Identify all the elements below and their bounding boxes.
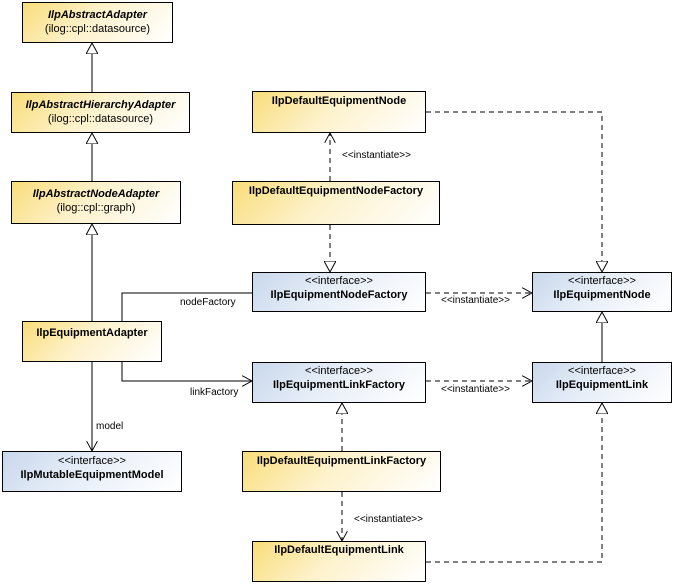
class-name: IlpEquipmentNode — [553, 289, 651, 301]
node-factory-label: nodeFactory — [180, 297, 236, 308]
class-name: IlpEquipmentAdapter — [36, 327, 148, 339]
class-mutable-equipment-model: <<interface>> IlpMutableEquipmentModel — [2, 451, 182, 492]
class-package: (ilog::cpl::datasource) — [44, 23, 151, 35]
edge-default-node-realizes — [426, 111, 602, 272]
class-abstract-hierarchy-adapter: IlpAbstractHierarchyAdapter (ilog::cpl::… — [11, 92, 190, 133]
class-equipment-link: <<interface>> IlpEquipmentLink — [532, 362, 672, 403]
class-name: IlpDefaultEquipmentNode — [271, 95, 407, 107]
class-default-equipment-node-factory: IlpDefaultEquipmentNodeFactory — [232, 181, 440, 225]
class-name: IlpEquipmentLinkFactory — [272, 379, 405, 391]
class-abstract-node-adapter: IlpAbstractNodeAdapter (ilog::cpl::graph… — [11, 181, 181, 224]
class-stereotype: <<interface>> — [568, 365, 636, 377]
class-stereotype: <<interface>> — [568, 275, 636, 287]
class-abstract-adapter: IlpAbstractAdapter (ilog::cpl::datasourc… — [22, 2, 173, 43]
class-name: IlpAbstractNodeAdapter — [32, 188, 160, 200]
class-name: IlpAbstractHierarchyAdapter — [25, 99, 176, 111]
class-default-equipment-link-factory: IlpDefaultEquipmentLinkFactory — [242, 451, 441, 492]
class-stereotype: <<interface>> — [305, 365, 373, 377]
class-name: IlpDefaultEquipmentNodeFactory — [248, 185, 424, 197]
instantiate-label: <<instantiate>> — [441, 384, 510, 395]
class-equipment-link-factory: <<interface>> IlpEquipmentLinkFactory — [252, 362, 426, 403]
class-name: IlpAbstractAdapter — [47, 9, 148, 21]
instantiate-label: <<instantiate>> — [354, 514, 423, 525]
class-name: IlpEquipmentNodeFactory — [270, 289, 408, 301]
edge-node-factory-association — [121, 292, 252, 321]
class-default-equipment-link: IlpDefaultEquipmentLink — [252, 541, 426, 582]
class-name: IlpDefaultEquipmentLink — [274, 544, 404, 556]
instantiate-label: <<instantiate>> — [441, 295, 510, 306]
class-stereotype: <<interface>> — [305, 275, 373, 287]
edge-default-link-realizes — [426, 403, 602, 563]
model-label: model — [96, 421, 124, 432]
edge-link-factory-association — [121, 362, 252, 381]
class-equipment-adapter: IlpEquipmentAdapter — [22, 321, 162, 362]
link-factory-label: linkFactory — [190, 387, 239, 398]
class-package: (ilog::cpl::datasource) — [47, 113, 154, 125]
class-name: IlpEquipmentLink — [555, 379, 649, 391]
class-default-equipment-node: IlpDefaultEquipmentNode — [252, 91, 426, 133]
class-package: (ilog::cpl::graph) — [56, 202, 136, 214]
instantiate-label: <<instantiate>> — [342, 150, 411, 161]
class-stereotype: <<interface>> — [58, 455, 126, 467]
class-equipment-node: <<interface>> IlpEquipmentNode — [532, 272, 672, 312]
class-name: IlpMutableEquipmentModel — [20, 469, 164, 481]
class-equipment-node-factory: <<interface>> IlpEquipmentNodeFactory — [252, 272, 426, 312]
class-name: IlpDefaultEquipmentLinkFactory — [256, 455, 427, 467]
